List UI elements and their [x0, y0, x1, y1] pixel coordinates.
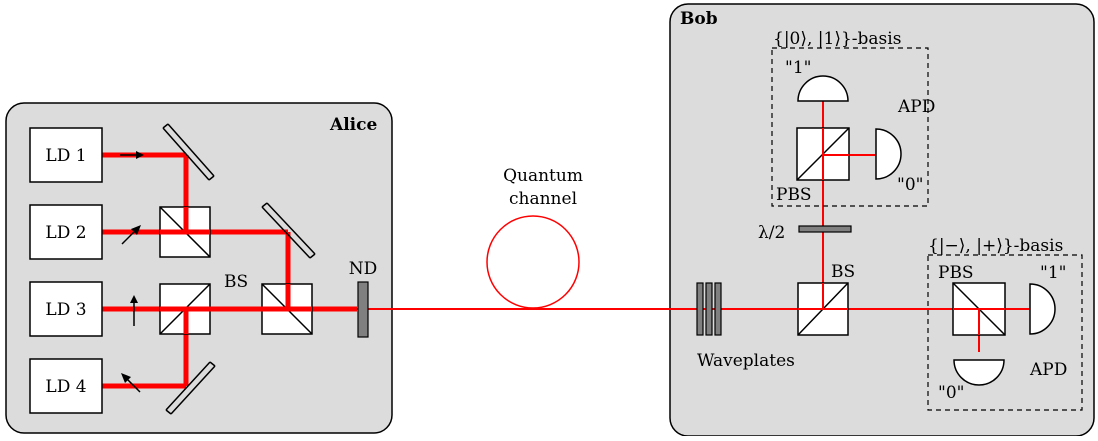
- half-wave-plate: λ/2: [758, 223, 852, 243]
- pbs-top-label: PBS: [776, 185, 812, 205]
- mirror-middle: [261, 202, 316, 259]
- horizontal-arrow-icon: [120, 151, 144, 159]
- pbs-bottom-label: PBS: [938, 263, 974, 283]
- z-basis-module: {|0⟩, |1⟩}-basis PBS "1" "0" APD: [771, 29, 935, 207]
- channel-label-line2: channel: [509, 189, 577, 209]
- laser-diode-label: LD 2: [45, 223, 86, 243]
- laser-diode-3: LD 3: [29, 281, 103, 337]
- bob-title: Bob: [680, 9, 718, 29]
- z-zero-label: "0": [897, 175, 923, 195]
- mirror-top: [162, 123, 215, 181]
- apd-bottom-label: APD: [1029, 360, 1067, 380]
- detector-x-one: [1029, 283, 1056, 335]
- bs-alice-label: BS: [224, 272, 248, 292]
- laser-diode-label: LD 3: [45, 300, 86, 320]
- laser-diodes: LD 1 LD 2 LD 3 LD 4: [29, 127, 103, 414]
- pbs-bottom-beam-overlay: [953, 308, 1005, 335]
- alice-beams-overlay: [160, 207, 312, 334]
- laser-diode-4: LD 4: [29, 358, 103, 414]
- channel-label-line1: Quantum: [503, 166, 583, 186]
- bs-bob-label: BS: [831, 262, 855, 282]
- bob-bs-beam-overlay: [798, 283, 848, 310]
- nd-filter: ND: [349, 259, 378, 338]
- waveplates-label: Waveplates: [697, 351, 795, 371]
- z-one-label: "1": [785, 58, 811, 78]
- pbs-top-beam-overlay: [822, 128, 849, 180]
- detector-z-one: [797, 75, 849, 102]
- detector-x-zero: [953, 359, 1005, 386]
- alice-mirrors: [162, 123, 316, 415]
- mirror-bottom: [165, 361, 216, 415]
- laser-diode-2: LD 2: [29, 204, 103, 260]
- laser-diode-label: LD 1: [45, 146, 86, 166]
- x-zero-label: "0": [938, 383, 964, 403]
- x-one-label: "1": [1040, 263, 1066, 283]
- alice-title: Alice: [329, 115, 377, 135]
- x-basis-label: {|−⟩, |+⟩}-basis: [928, 236, 1063, 256]
- quantum-channel: Quantum channel: [486, 166, 583, 309]
- polarization-arrows: [120, 151, 144, 393]
- z-basis-label: {|0⟩, |1⟩}-basis: [773, 29, 901, 49]
- apd-top-label: APD: [897, 97, 935, 117]
- waveplates: Waveplates: [696, 282, 795, 371]
- diagonal-arrow-icon: [121, 225, 141, 245]
- vertical-arrow-icon: [130, 295, 138, 326]
- antidiagonal-arrow-icon: [121, 373, 141, 393]
- laser-diode-label: LD 4: [45, 377, 86, 397]
- detector-z-zero: [875, 128, 902, 180]
- laser-diode-1: LD 1: [29, 127, 103, 183]
- alice-panel: Alice: [5, 102, 393, 434]
- nd-label: ND: [349, 259, 378, 279]
- x-basis-module: {|−⟩, |+⟩}-basis PBS "1" "0" APD: [927, 236, 1083, 411]
- half-wave-label: λ/2: [758, 223, 785, 243]
